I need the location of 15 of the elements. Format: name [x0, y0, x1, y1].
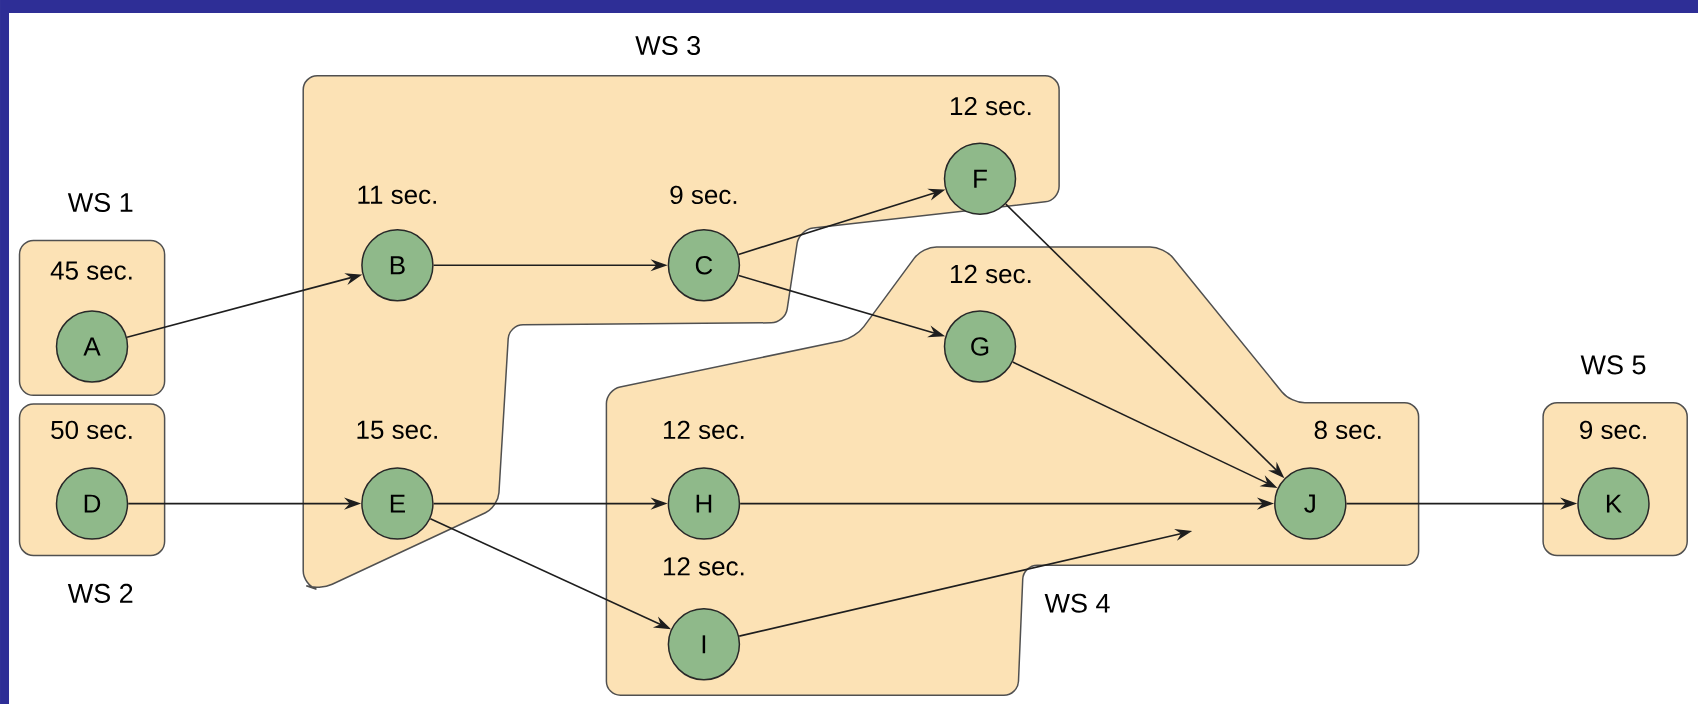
node-label: WS 3 [635, 35, 701, 56]
node-label: WS 1 [67, 192, 133, 213]
time-label: 12 sec. [663, 557, 744, 576]
time-label: 8 sec. [1314, 420, 1381, 440]
time-label: 11 sec. [358, 185, 436, 204]
node-label: WS 5 [1580, 355, 1646, 375]
time-label: 12 sec. [663, 420, 744, 440]
time-label: 9 sec. [1580, 420, 1646, 440]
time-label: 45 sec. [50, 261, 132, 280]
node-label: WS 2 [67, 583, 133, 603]
time-label: 50 sec. [51, 420, 132, 440]
time-label: 9 sec. [670, 185, 737, 205]
time-label: 12 sec. [950, 96, 1031, 116]
time-label: 12 sec. [950, 264, 1031, 284]
time-label: 15 sec. [357, 420, 437, 439]
